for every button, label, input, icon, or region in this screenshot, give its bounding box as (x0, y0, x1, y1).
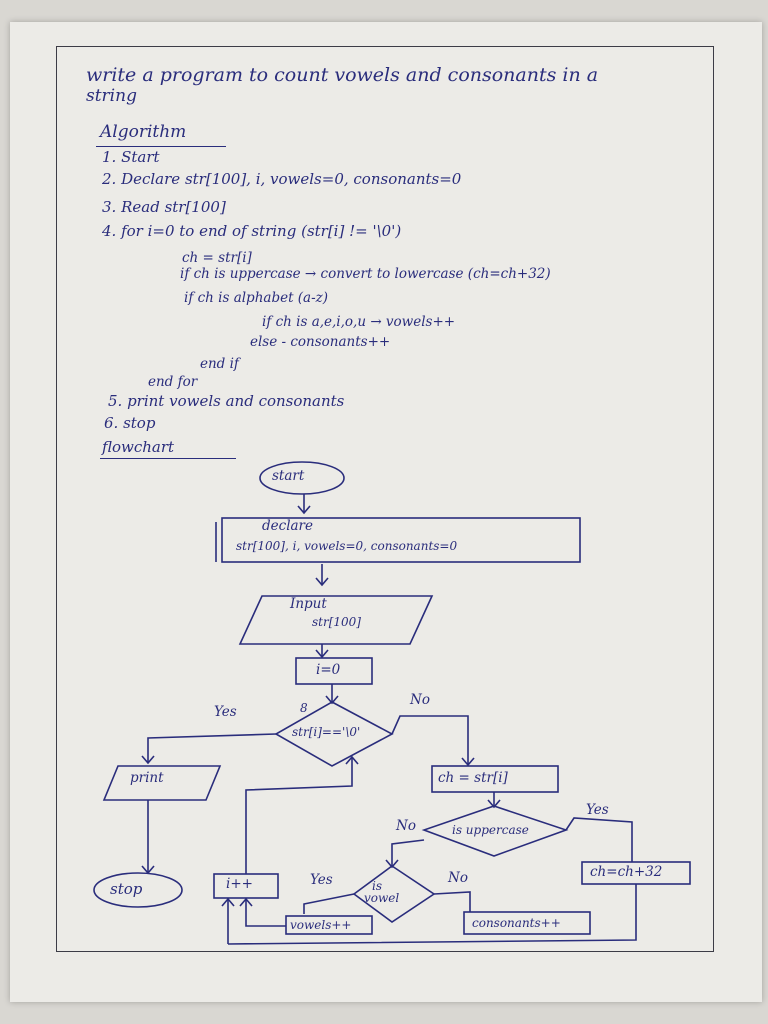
algo-step-1: 1. Start (102, 148, 160, 166)
stop-oval (93, 872, 183, 908)
consonants-inc-label: consonants++ (472, 916, 561, 930)
cond1-mark: 8 (300, 701, 308, 715)
cond2-label: is uppercase (452, 823, 529, 837)
vowel-no-line (433, 891, 471, 912)
arrowhead (315, 649, 329, 659)
loop-back-line (245, 758, 353, 874)
cond1-label: str[i]=='\0' (292, 725, 361, 739)
paper-sheet (10, 22, 762, 1002)
consonants-inc-box (463, 911, 591, 935)
page-border (56, 46, 714, 952)
convert-return-line (227, 884, 637, 945)
algo-step-6: 6. stop (104, 414, 156, 432)
cond2-no: No (396, 818, 416, 834)
increment-label: i++ (226, 876, 253, 892)
decision-uppercase (421, 805, 569, 857)
arrowhead (345, 755, 359, 765)
flowchart-title-underline (100, 458, 236, 459)
cond1-no: No (410, 692, 430, 708)
arrowhead (325, 695, 339, 705)
algo-step-4c: if ch is alphabet (a-z) (184, 290, 329, 306)
cond3-no: No (448, 870, 468, 886)
yes-branch-line (147, 733, 277, 762)
arrowhead (487, 799, 501, 809)
arrowhead (385, 859, 399, 869)
flowchart-title: flowchart (102, 438, 175, 456)
arrowhead (141, 755, 155, 765)
start-label: start (272, 468, 305, 484)
algo-step-4: 4. for i=0 to end of string (str[i] != '… (102, 222, 402, 240)
vowels-inc-box (285, 915, 373, 935)
vowel-yes-line (303, 893, 355, 914)
arrowhead (461, 757, 475, 767)
decision-end-of-string (274, 701, 394, 767)
assign-ch-label: ch = str[i] (438, 770, 508, 786)
print-parallelogram (102, 765, 222, 801)
init-label: i=0 (316, 662, 341, 678)
declare-box (221, 517, 581, 563)
arrowhead (315, 577, 329, 587)
algo-step-4e: else - consonants++ (250, 334, 391, 350)
print-label: print (130, 770, 164, 786)
arrowhead (221, 897, 235, 907)
vowels-return-line (245, 900, 286, 927)
assign-ch-box (431, 765, 559, 793)
algo-step-5: 5. print vowels and consonants (108, 392, 345, 410)
algo-step-2: 2. Declare str[100], i, vowels=0, conson… (102, 170, 462, 188)
cond3-yes: Yes (310, 872, 333, 888)
algo-end-if: end if (200, 356, 239, 372)
input-label-1: Input (290, 596, 327, 612)
init-box (295, 657, 373, 685)
cond3-label-1: is (372, 879, 382, 893)
decision-vowel (352, 865, 436, 923)
cond3-label-2: vowel (364, 891, 400, 905)
start-oval (259, 461, 345, 495)
algo-step-4d: if ch is a,e,i,o,u → vowels++ (262, 314, 456, 330)
declare-label-1: declare (262, 518, 314, 534)
stop-label: stop (110, 880, 143, 898)
uppercase-yes-line (565, 817, 633, 862)
algo-step-3: 3. Read str[100] (102, 198, 226, 216)
convert-label: ch=ch+32 (590, 864, 663, 880)
algorithm-title: Algorithm (100, 122, 187, 142)
cond2-yes: Yes (586, 802, 609, 818)
vowels-inc-label: vowels++ (290, 918, 352, 932)
algo-step-4a: ch = str[i] (182, 250, 252, 266)
arrowhead (297, 505, 311, 515)
algorithm-title-underline (96, 146, 226, 147)
heading-line-1: write a program to count vowels and cons… (86, 64, 599, 86)
arrowhead (239, 897, 253, 907)
input-label-2: str[100] (312, 615, 361, 629)
heading-line-2: string (86, 86, 137, 106)
declare-label-2: str[100], i, vowels=0, consonants=0 (236, 539, 458, 553)
cond1-yes: Yes (214, 704, 237, 720)
algo-step-4b: if ch is uppercase → convert to lowercas… (180, 266, 551, 282)
uppercase-no-line (391, 839, 425, 866)
input-parallelogram (238, 595, 434, 645)
algo-end-for: end for (148, 374, 198, 390)
no-branch-line (391, 715, 469, 764)
